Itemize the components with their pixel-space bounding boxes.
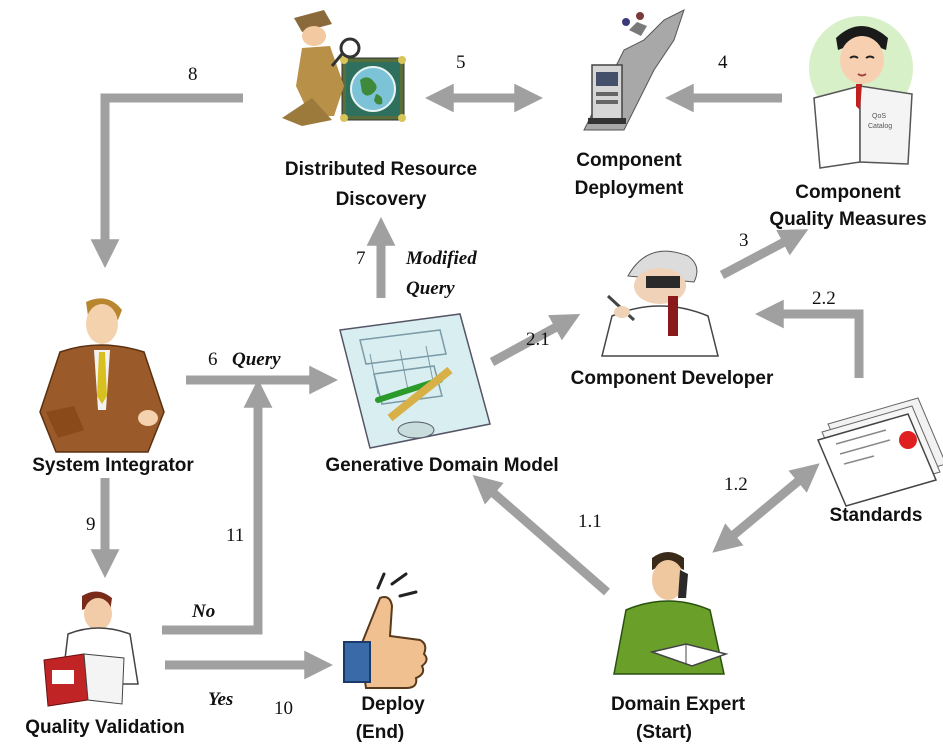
edge-label-3: 3 [739, 230, 749, 251]
thumbs-up-icon [343, 572, 428, 689]
deploy-label-line1: Deploy [361, 694, 425, 715]
edge-label-modified: Modified [405, 248, 477, 269]
edge-label-5: 5 [456, 52, 466, 73]
reader-book-icon [43, 591, 139, 707]
svg-text:Catalog: Catalog [868, 123, 892, 130]
system-integrator-label: System Integrator [32, 455, 194, 476]
generative-model-label: Generative Domain Model [325, 455, 558, 476]
standards-label: Standards [830, 505, 923, 526]
component-developer-label: Component Developer [571, 368, 774, 389]
edge-label-query-modified: Query [406, 278, 455, 299]
edge-label-6: 6 [208, 349, 218, 370]
component-deployment-label-line2: Deployment [575, 178, 684, 199]
svg-text:QoS: QoS [872, 113, 886, 120]
arrow-11 [162, 378, 273, 635]
domain-expert-label-line1: Domain Expert [611, 694, 746, 715]
edge-label-10: 10 [274, 698, 293, 719]
resource-discovery-label-line2: Discovery [336, 189, 427, 210]
resource-discovery-label-line1: Distributed Resource [285, 159, 477, 180]
node-labels: Distributed Resource Discovery Component… [25, 150, 926, 743]
server-cliff-icon [583, 9, 685, 131]
deploy-label-line2: (End) [356, 722, 405, 743]
edge-label-1-2: 1.2 [724, 474, 748, 495]
edge-label-2-1: 2.1 [526, 329, 550, 350]
edge-label-4: 4 [718, 52, 728, 73]
quality-measures-label-line1: Component [795, 182, 901, 203]
arrow-2-2 [754, 299, 864, 378]
detective-globe-icon [282, 10, 406, 126]
domain-expert-label-line2: (Start) [636, 722, 692, 743]
arrow-3 [719, 229, 809, 279]
quality-validation-label: Quality Validation [25, 717, 184, 738]
arrow-2-1 [489, 313, 581, 366]
quality-measures-label-line2: Quality Measures [769, 209, 926, 230]
businessman-icon [39, 298, 165, 453]
edge-label-8: 8 [188, 64, 198, 85]
certificate-documents-icon [816, 397, 943, 507]
arrow-8 [90, 93, 243, 269]
edge-label-7: 7 [356, 248, 366, 269]
blueprint-icon [339, 313, 491, 449]
edge-label-2-2: 2.2 [812, 288, 836, 309]
edge-label-no: No [191, 601, 215, 622]
component-deployment-label-line1: Component [576, 150, 682, 171]
man-on-phone-icon [613, 552, 729, 675]
edge-label-yes: Yes [208, 689, 233, 710]
arrows [90, 83, 864, 680]
edge-label-11: 11 [226, 525, 244, 546]
edge-label-query: Query [232, 349, 281, 370]
arrow-1-2 [712, 463, 820, 553]
edge-label-1-1: 1.1 [578, 511, 602, 532]
edge-label-9: 9 [86, 514, 96, 535]
arrow-1-1 [472, 474, 610, 596]
man-reading-catalog-icon: QoS Catalog [809, 16, 913, 169]
engineer-icon [601, 250, 719, 357]
edge-labels: 8 5 4 3 7 Modified Query 6 Query 2.1 2.2… [86, 52, 836, 719]
